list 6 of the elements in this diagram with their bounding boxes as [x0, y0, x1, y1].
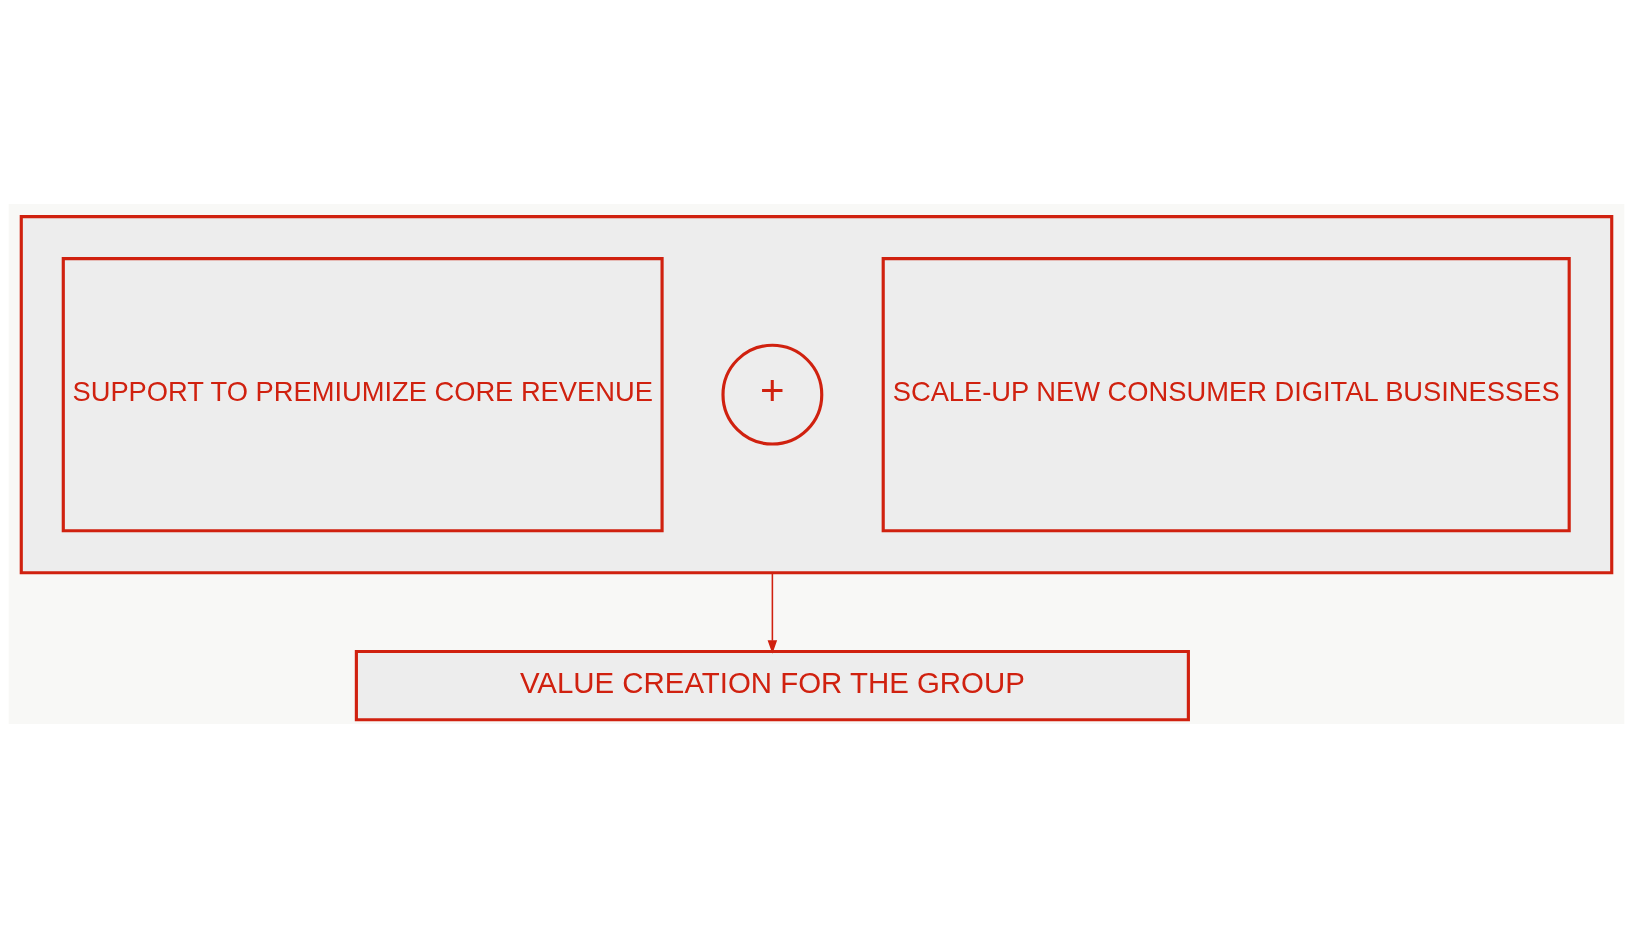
- cluster: [19, 214, 1614, 574]
- node-circle: +: [721, 343, 824, 446]
- arrow: [767, 571, 778, 654]
- node-box: SUPPORT TO PREMIUMIZE CORE REVENUE: [61, 256, 664, 532]
- node-box: SCALE-UP NEW CONSUMER DIGITAL BUSINESSES: [881, 256, 1571, 532]
- node-box: VALUE CREATION FOR THE GROUP: [354, 649, 1190, 721]
